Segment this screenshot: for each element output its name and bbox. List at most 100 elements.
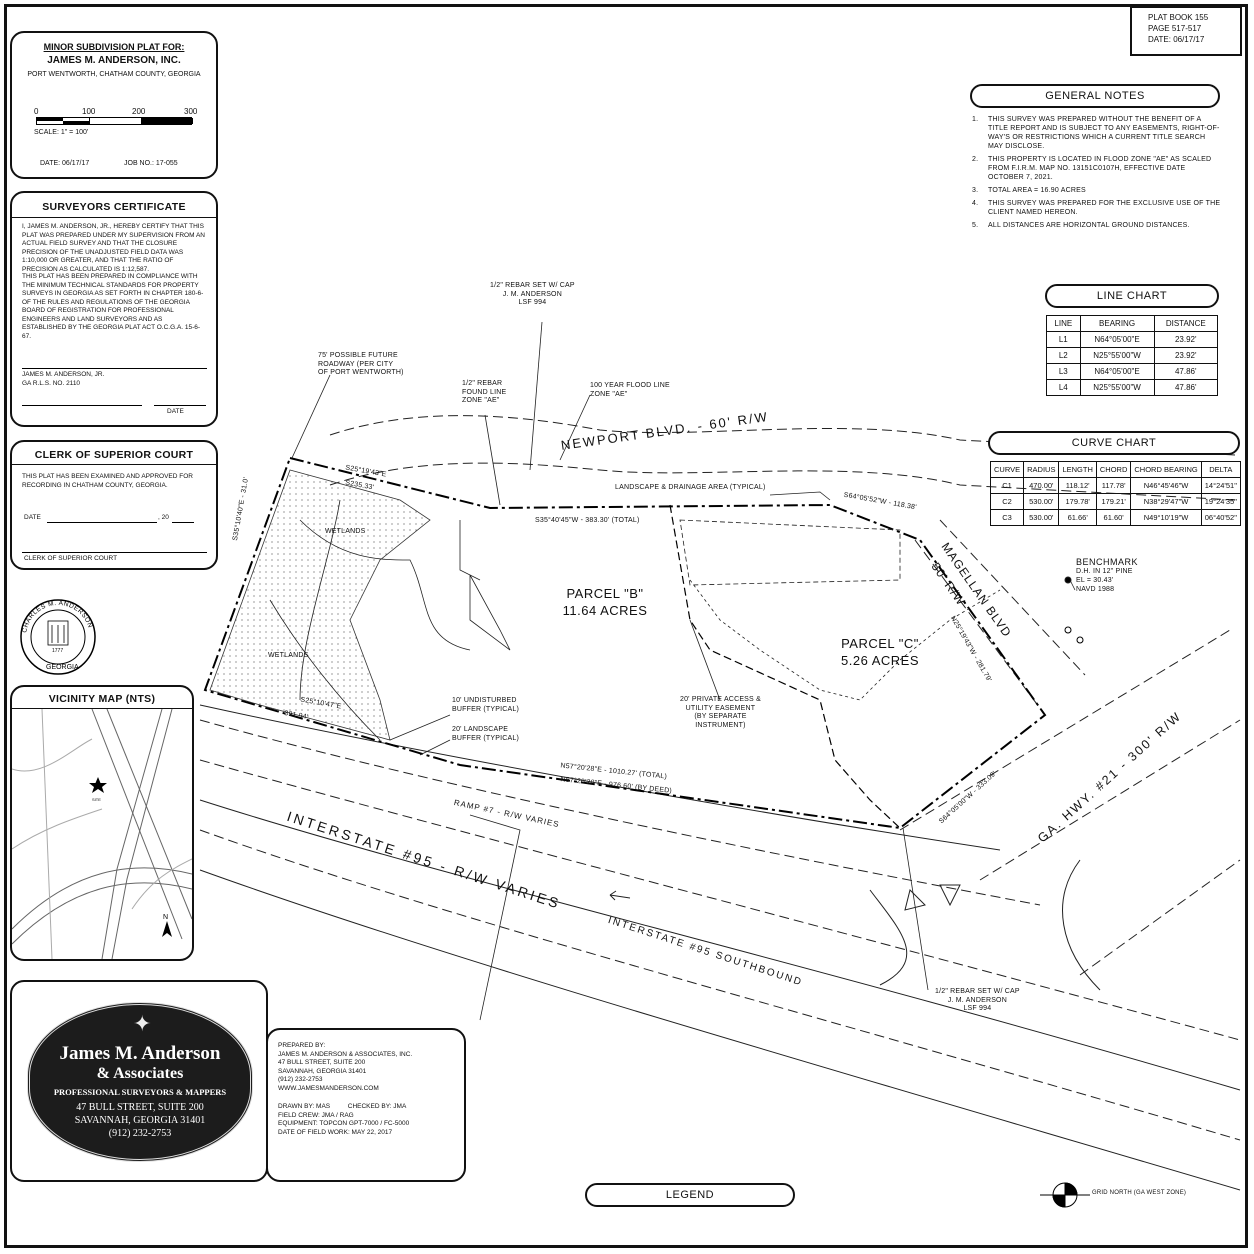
cell: C3 <box>989 509 1025 526</box>
surveyor-date-label: DATE <box>167 408 184 415</box>
scale-tick-100: 100 <box>82 107 96 116</box>
ga-hwy-mid <box>979 719 1241 881</box>
col-distance: DISTANCE <box>1153 315 1219 332</box>
cell: L1 <box>1046 331 1081 348</box>
cell: 23.92' <box>1153 331 1219 348</box>
plat-book-box: PLAT BOOK 155 PAGE 517-517 DATE: 06/17/1… <box>1130 6 1242 56</box>
title-job-no: JOB NO.: 17-055 <box>124 160 178 167</box>
i95-line-5 <box>199 829 1241 1141</box>
cell: 118.12' <box>1058 477 1097 494</box>
wetlands-label-2: WETLANDS <box>268 652 309 659</box>
leader-future-road <box>291 374 331 459</box>
ramp-curve-2 <box>1062 859 1101 991</box>
note-1: 1. THIS SURVEY WAS PREPARED WITHOUT THE … <box>972 115 1222 151</box>
cell: 06°40'52" <box>1200 509 1241 526</box>
plat-book-date: DATE: 06/17/17 <box>1148 35 1205 44</box>
company-logo-box: ✦ James M. Anderson & Associates PROFESS… <box>10 980 268 1182</box>
i95-line-4 <box>199 799 1241 1091</box>
parcel-c-area: 5.26 ACRES <box>841 653 919 668</box>
landscape-buffer-label: 20' LANDSCAPE BUFFER (TYPICAL) <box>452 726 519 742</box>
i95-line-6 <box>199 869 1241 1191</box>
ga-hwy-east <box>1079 859 1241 976</box>
logo-phone: (912) 232-2753 <box>108 1128 172 1139</box>
logo-address1: 47 BULL STREET, SUITE 200 <box>76 1102 204 1113</box>
title-client: JAMES M. ANDERSON, INC. <box>47 55 181 66</box>
prepared-web: WWW.JAMESMANDERSON.COM <box>278 1084 379 1092</box>
cell: N25°55'00"W <box>1079 379 1155 396</box>
cell: L3 <box>1046 363 1081 380</box>
benchmark-title: BENCHMARK <box>1076 557 1139 567</box>
col-delta: DELTA <box>1200 461 1241 478</box>
equipment: EQUIPMENT: TOPCON GPT-7000 / FC-5000 <box>278 1120 410 1127</box>
cell: 530.00' <box>1023 493 1060 510</box>
table-row: C2 530.00' 179.78' 179.21' N38°29'47"W 1… <box>989 493 1241 510</box>
flood-line-c <box>689 579 1001 701</box>
note-2-text: THIS PROPERTY IS LOCATED IN FLOOD ZONE "… <box>988 156 1212 181</box>
col-bearing: BEARING <box>1079 315 1155 332</box>
rebar-top-label: 1/2" REBAR SET W/ CAP J. M. ANDERSON LSF… <box>490 282 575 306</box>
prepared-city: SAVANNAH, GEORGIA 31401 <box>278 1067 367 1075</box>
scale-tick-200: 200 <box>132 107 146 116</box>
note-5-num: 5. <box>972 222 979 229</box>
magellan-row-west <box>914 539 1046 716</box>
cell: C2 <box>989 493 1025 510</box>
surveyors-heading: SURVEYORS CERTIFICATE <box>42 201 186 213</box>
vicinity-heading: VICINITY MAP (NTS) <box>48 693 156 705</box>
cell: 179.21' <box>1095 493 1132 510</box>
legend-heading: LEGEND <box>585 1183 795 1207</box>
note-4-text: THIS SURVEY WAS PREPARED FOR THE EXCLUSI… <box>988 200 1221 216</box>
clerk-year-label: , 20 <box>158 514 169 521</box>
cell: N64°05'00"E <box>1079 363 1155 380</box>
private-access-label: 20' PRIVATE ACCESS & UTILITY EASEMENT (B… <box>680 696 761 729</box>
cell: 61.60' <box>1095 509 1132 526</box>
clerk-box: CLERK OF SUPERIOR COURT THIS PLAT HAS BE… <box>10 440 218 570</box>
prepared-phone: (912) 232-2753 <box>278 1076 323 1083</box>
wetland-line-5 <box>459 520 481 581</box>
ramp-curve-1 <box>869 889 908 986</box>
cell: 530.00' <box>1023 509 1060 526</box>
clerk-heading: CLERK OF SUPERIOR COURT <box>34 449 194 461</box>
field-date: DATE OF FIELD WORK: MAY 22, 2017 <box>278 1128 393 1136</box>
title-heading: MINOR SUBDIVISION PLAT FOR: <box>43 42 185 52</box>
drawn-by: DRAWN BY: MAS <box>278 1103 331 1110</box>
parcel-b-label: PARCEL "B" 11.64 ACRES <box>545 585 665 619</box>
cell: N49°10'19"W <box>1130 509 1202 526</box>
landscape-drainage-label: LANDSCAPE & DRAINAGE AREA (TYPICAL) <box>615 484 766 491</box>
cell: C1 <box>989 477 1025 494</box>
leader-ramp <box>469 814 521 1021</box>
cell: 179.78' <box>1058 493 1097 510</box>
line-chart-table: LINE BEARING DISTANCE L1 N64°05'00"E 23.… <box>1046 315 1219 396</box>
table-row: L2 N25°55'00"W 23.92' <box>1046 347 1219 364</box>
prepared-street: 47 BULL STREET, SUITE 200 <box>278 1059 366 1066</box>
title-block: MINOR SUBDIVISION PLAT FOR: JAMES M. AND… <box>10 31 218 179</box>
leader-rebar-bottom <box>902 827 929 991</box>
cell: 61.66' <box>1058 509 1097 526</box>
field-crew: FIELD CREW: JMA / RAG <box>278 1111 354 1119</box>
note-3-num: 3. <box>972 187 979 194</box>
scale-bar <box>36 117 193 125</box>
clerk-text: THIS PLAT HAS BEEN EXAMINED AND APPROVED… <box>22 473 193 489</box>
note-2-num: 2. <box>972 156 979 163</box>
note-3-text: TOTAL AREA = 16.90 ACRES <box>988 187 1086 194</box>
note-3: 3. TOTAL AREA = 16.90 ACRES <box>972 186 1222 195</box>
ramp-triangle <box>939 884 961 907</box>
curve-chart-header-row: CURVE RADIUS LENGTH CHORD CHORD BEARING … <box>989 461 1241 478</box>
future-road-label: 75' POSSIBLE FUTURE ROADWAY (PER CITY OF… <box>318 352 404 376</box>
benchmark-label: BENCHMARK D.H. IN 12" PINE EL = 30.43' N… <box>1076 557 1138 594</box>
parcel-b-name: PARCEL "B" <box>566 586 644 601</box>
cell: 117.78' <box>1095 477 1132 494</box>
prepared-by-box: PREPARED BY: JAMES M. ANDERSON & ASSOCIA… <box>266 1028 466 1182</box>
plat-book-page: PAGE 517-517 <box>1148 24 1202 33</box>
scale-tick-0: 0 <box>34 107 39 116</box>
vicinity-north-label: N <box>163 914 168 921</box>
leader-rebar-top <box>529 321 543 471</box>
title-date: DATE: 06/17/17 <box>40 160 90 167</box>
table-row: C1 470.00' 118.12' 117.78' N46°45'46"W 1… <box>989 477 1241 494</box>
plat-book-number: PLAT BOOK 155 <box>1148 13 1209 22</box>
scale-tick-300: 300 <box>184 107 198 116</box>
wetland-line-1 <box>299 519 471 651</box>
leader-flood <box>559 394 591 461</box>
col-chord: CHORD <box>1095 461 1132 478</box>
logo-tagline: PROFESSIONAL SURVEYORS & MAPPERS <box>53 1087 227 1097</box>
leader-undisturbed <box>389 714 451 741</box>
